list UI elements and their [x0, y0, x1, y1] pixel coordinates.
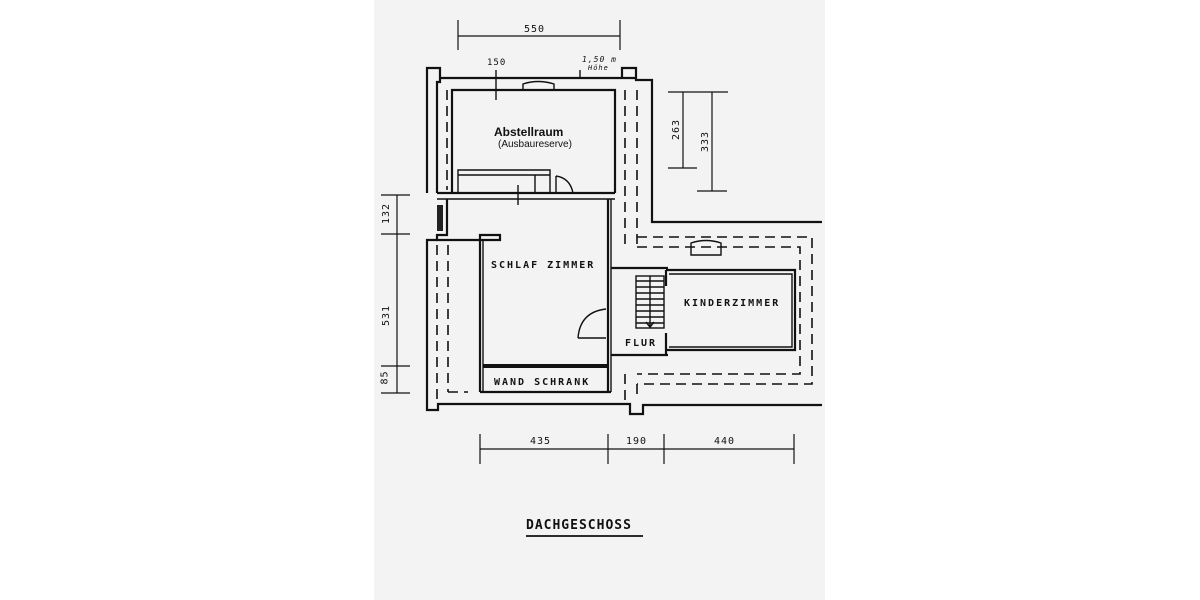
dim-right-333: 333: [700, 130, 712, 153]
dim-top-width: 550: [524, 24, 546, 35]
room-label-kinderzimmer: KINDERZIMMER: [684, 298, 781, 309]
room-label-wandschrank: WAND SCHRANK: [494, 377, 591, 388]
knee-wall-dashed-lines: [436, 90, 813, 402]
schlafzimmer-walls: [435, 185, 612, 394]
outer-walls: [425, 66, 822, 416]
room-note-abstellraum: (Ausbaureserve): [498, 139, 572, 150]
dim-right-263: 263: [671, 118, 683, 141]
dim-left-531: 531: [381, 304, 393, 327]
dim-left-132: 132: [381, 202, 393, 225]
dimension-right: [668, 91, 728, 192]
dim-bottom-190: 190: [626, 436, 648, 447]
room-label-schlafzimmer: SCHLAF ZIMMER: [491, 260, 596, 271]
room-label-abstellraum: Abstellraum: [494, 125, 564, 139]
dim-bottom-440: 440: [714, 436, 736, 447]
dimension-top: [457, 20, 621, 50]
abstellraum-walls: [437, 70, 617, 200]
kinderzimmer-walls: [611, 239, 797, 357]
dim-top-right-sub: Höhe: [588, 64, 609, 72]
staircase: [635, 275, 665, 329]
dim-top-left-mark: 150: [487, 58, 507, 68]
plan-title: DACHGESCHOSS: [526, 518, 632, 533]
dimension-left: [381, 194, 410, 394]
dim-top-right-mark: 1,50 m: [582, 55, 617, 64]
dim-left-85: 85: [379, 370, 391, 385]
room-label-flur: FLUR: [625, 338, 658, 349]
dim-bottom-435: 435: [530, 436, 552, 447]
paper-sheet: [374, 0, 825, 600]
dimension-bottom: [479, 434, 795, 464]
